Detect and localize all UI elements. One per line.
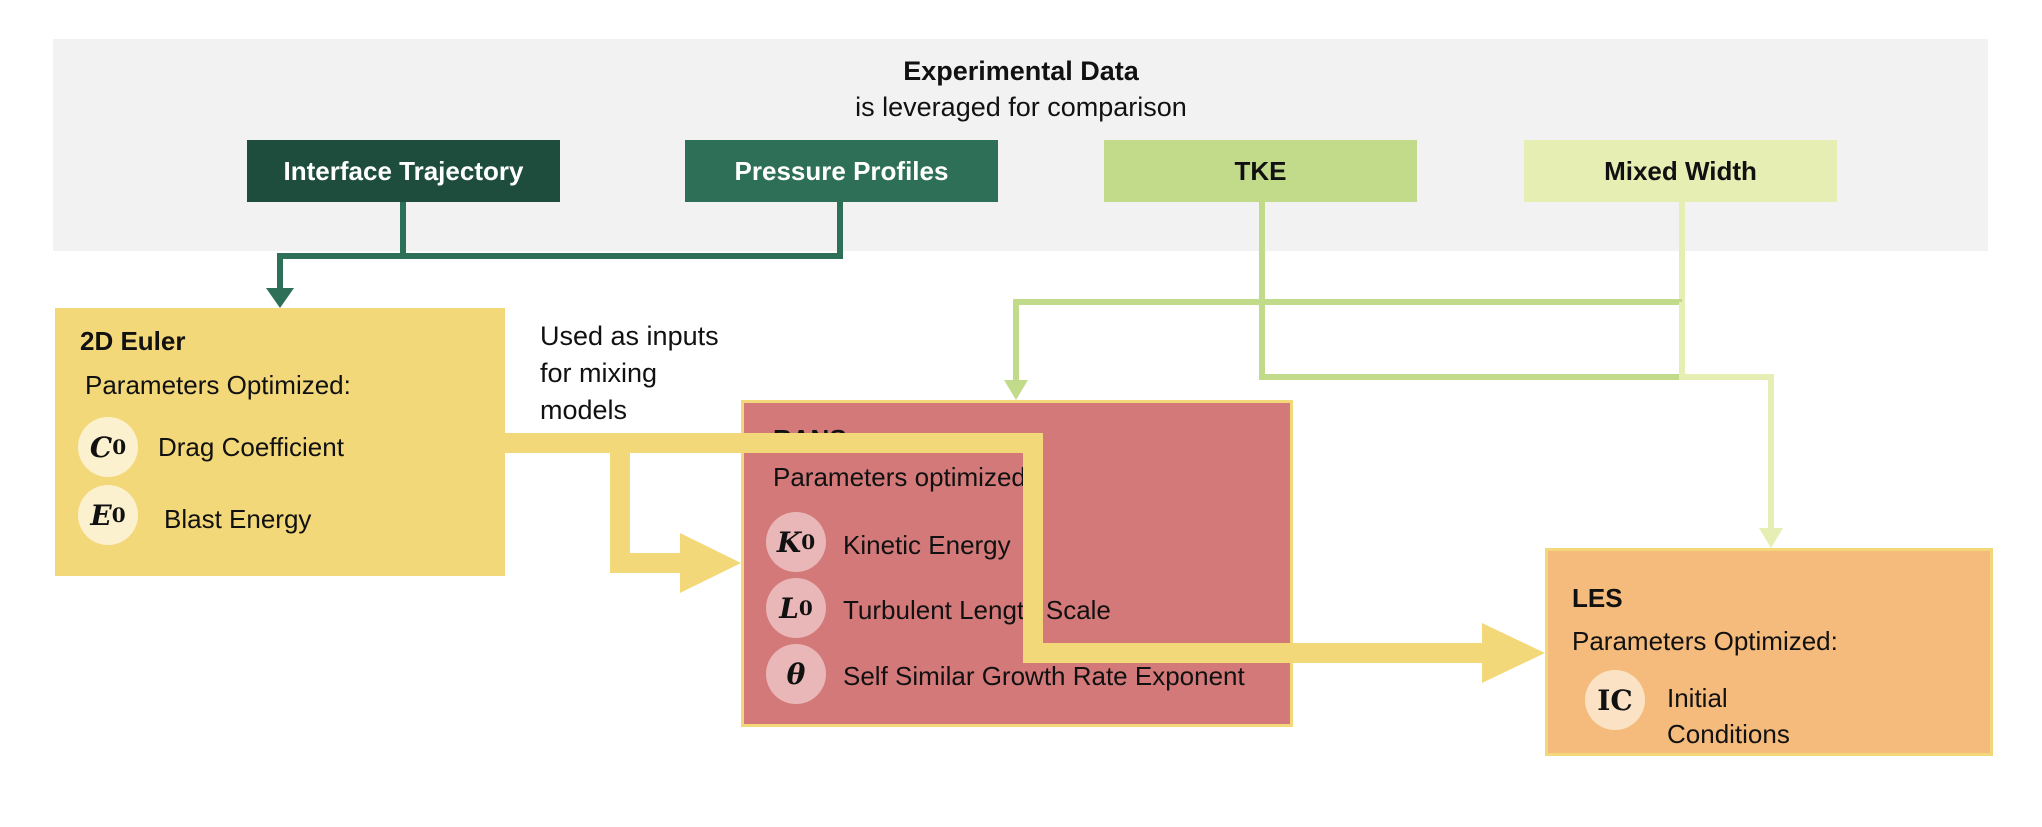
kinetic-energy-label: Kinetic Energy: [843, 530, 1011, 560]
euler-2d-title: 2D Euler: [80, 326, 186, 356]
les-input-arrowhead: [1482, 623, 1545, 683]
euler-2d-subtitle: Parameters Optimized:: [85, 370, 351, 400]
euler-arrowhead: [266, 288, 294, 308]
growth-rate-exponent-symbol: θ: [766, 644, 826, 704]
experimental-data-subtitle: is leveraged for comparison: [855, 92, 1187, 122]
rans-subtitle: Parameters optimized:: [773, 462, 1034, 492]
initial-conditions-label-line2: Conditions: [1667, 719, 1790, 749]
growth-rate-exponent-label: Self Similar Growth Rate Exponent: [843, 661, 1245, 691]
rans-input-arrowhead: [680, 533, 741, 593]
initial-conditions-symbol: IC: [1585, 670, 1645, 730]
initial-conditions-label-line1: Initial: [1667, 683, 1728, 713]
euler-to-les-connector: [600, 433, 1485, 663]
rans-box: [741, 400, 1293, 727]
rans-arrowhead: [1004, 380, 1028, 400]
inputs-note-line3: models: [540, 395, 628, 425]
les-arrowhead: [1759, 528, 1783, 548]
les-title: LES: [1572, 583, 1623, 613]
tke-to-models-connector: [1259, 202, 1682, 380]
mixed-width-to-rans-connector: [1016, 202, 1685, 305]
euler-feedback-drop: [277, 253, 403, 290]
euler-to-rans-connector: [505, 433, 683, 573]
tke-to-rans-connector: [1013, 299, 1682, 384]
metric-interface-trajectory: Interface Trajectory: [247, 140, 560, 202]
inputs-note-line1: Used as inputs: [540, 321, 719, 351]
blast-energy-label: Blast Energy: [164, 504, 312, 534]
drag-coefficient-label: Drag Coefficient: [158, 432, 344, 462]
euler-feedback-connector: [400, 202, 843, 259]
experimental-data-title: Experimental Data: [903, 56, 1139, 86]
les-subtitle: Parameters Optimized:: [1572, 626, 1838, 656]
metric-pressure-profiles: Pressure Profiles: [685, 140, 998, 202]
mixed-width-to-les-connector: [1679, 302, 1774, 530]
metric-tke: TKE: [1104, 140, 1417, 202]
metric-mixed-width: Mixed Width: [1524, 140, 1837, 202]
turbulent-length-scale-label: Turbulent Length Scale: [843, 595, 1111, 625]
inputs-note-line2: for mixing: [540, 358, 658, 388]
